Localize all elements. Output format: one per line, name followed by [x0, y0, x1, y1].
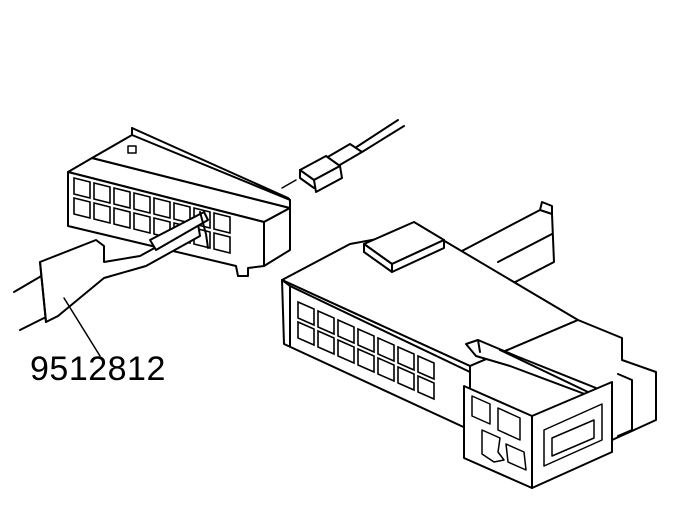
small-connector — [67, 127, 291, 277]
large-connector — [281, 201, 657, 489]
large-connector-cavities — [297, 300, 435, 401]
terminal-pin — [281, 119, 405, 193]
part-number-label: 9512812 — [30, 350, 166, 388]
release-tool — [13, 211, 209, 357]
